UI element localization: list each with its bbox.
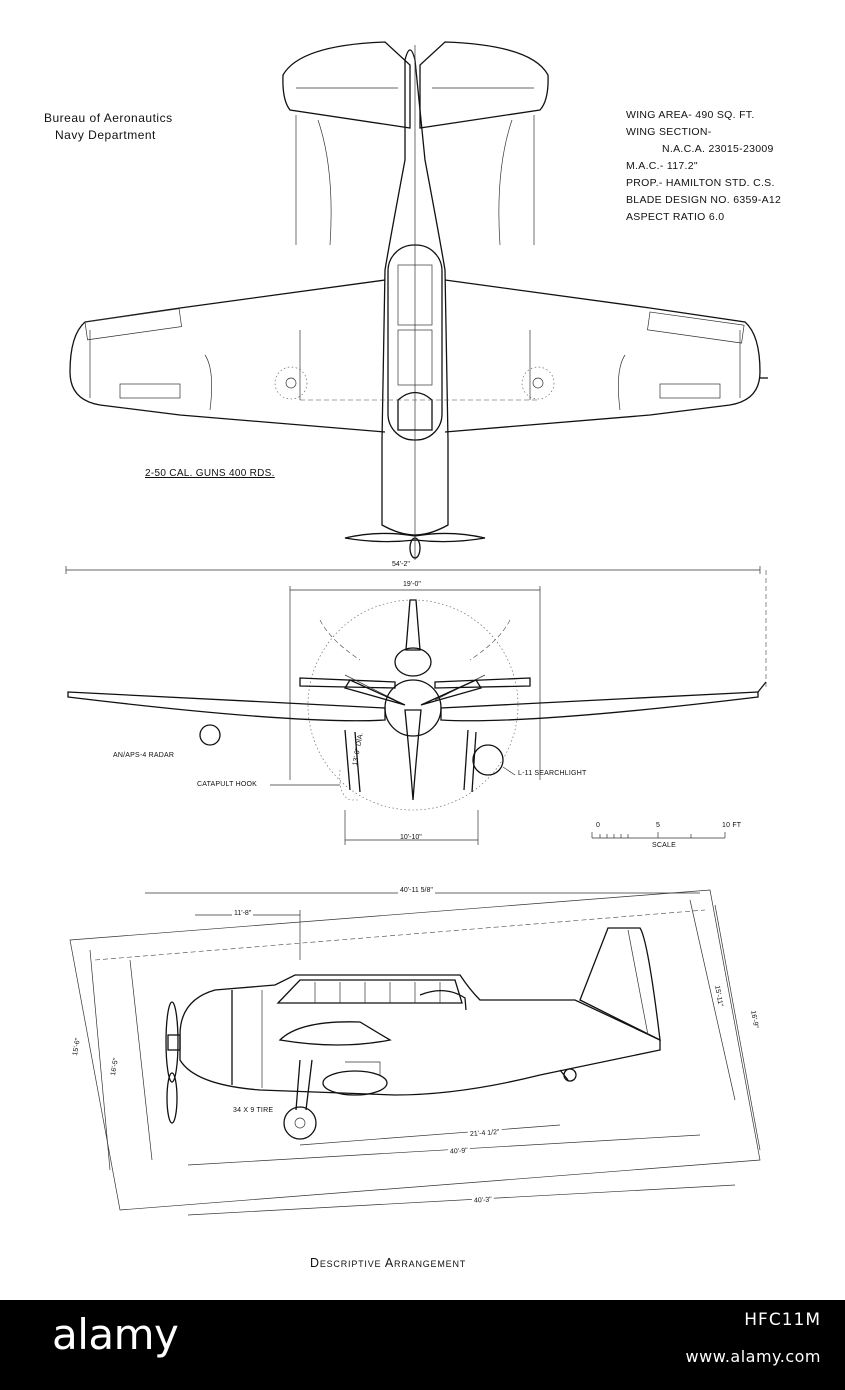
watermark-footer bbox=[0, 1300, 845, 1390]
spec-prop: PROP.- HAMILTON STD. C.S. bbox=[626, 177, 775, 189]
spec-naca: N.A.C.A. 23015-23009 bbox=[662, 143, 774, 155]
catapult-label: CATAPULT HOOK bbox=[197, 781, 258, 788]
tread-dim: 10'-10" bbox=[400, 834, 422, 841]
site-url: www.alamy.com bbox=[685, 1347, 821, 1366]
radar-label: AN/APS-4 RADAR bbox=[113, 752, 175, 759]
span-dim: 54'-2" bbox=[392, 561, 410, 568]
scale-label: SCALE bbox=[652, 842, 676, 849]
tire-label: 34 X 9 TIRE bbox=[233, 1107, 274, 1114]
drawing-title: Descriptive Arrangement bbox=[310, 1256, 467, 1270]
guns-label: 2-50 CAL. GUNS 400 RDS. bbox=[145, 468, 275, 479]
scale-tick-10: 10 FT bbox=[722, 822, 742, 829]
image-id: HFC11M bbox=[744, 1310, 821, 1330]
plan-view bbox=[69, 41, 768, 560]
three-view-drawing bbox=[65, 41, 768, 1216]
scale-tick-5: 5 bbox=[656, 822, 661, 829]
nose-dim: 11'-8" bbox=[232, 910, 254, 917]
spec-wing-section: WING SECTION- bbox=[626, 126, 712, 138]
spec-blade: BLADE DESIGN NO. 6359-A12 bbox=[626, 194, 782, 206]
scale-tick-0: 0 bbox=[596, 822, 601, 829]
overall-length-dim: 40'-11 5/8" bbox=[398, 887, 435, 894]
alamy-logo: alamy bbox=[52, 1310, 179, 1359]
scale-ticks bbox=[591, 832, 726, 838]
folded-dim: 19'-0" bbox=[403, 581, 421, 588]
spec-mac: M.A.C.- 117.2" bbox=[626, 160, 698, 172]
drawing-sheet: Bureau of Aeronautics Navy Department WI… bbox=[44, 41, 782, 1270]
searchlight-label: L-11 SEARCHLIGHT bbox=[518, 770, 587, 777]
bureau-label: Bureau of Aeronautics bbox=[44, 111, 173, 125]
spec-aspect: ASPECT RATIO 6.0 bbox=[626, 211, 725, 223]
side-view bbox=[69, 889, 761, 1216]
department-label: Navy Department bbox=[55, 128, 156, 142]
front-view bbox=[65, 566, 767, 845]
spec-wing-area: WING AREA- 490 SQ. FT. bbox=[626, 109, 755, 121]
